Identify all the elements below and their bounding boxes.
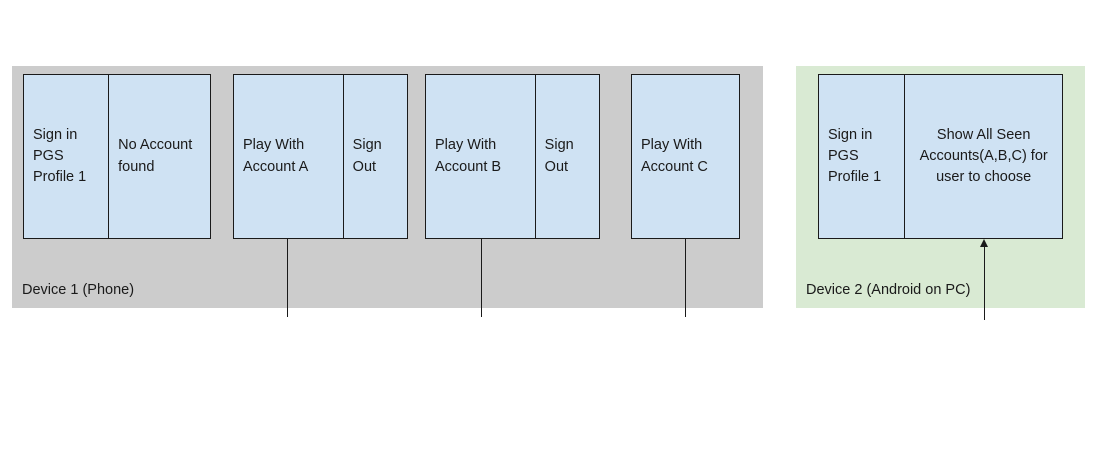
connector-line-1 <box>287 239 289 317</box>
box-label: Play With Account B <box>435 137 502 175</box>
box-play-with-account-a[interactable]: Play With Account A <box>234 75 343 238</box>
box-label: Play With Account A <box>243 137 309 175</box>
box-label: No Account found <box>118 137 193 175</box>
box-group-play-account-a[interactable]: Play With Account A Sign Out <box>233 74 408 239</box>
box-sign-in-pgs-profile-1-device2[interactable]: Sign in PGS Profile 1 <box>819 75 904 238</box>
box-label: Sign in PGS Profile 1 <box>33 126 87 185</box>
device1-label: Device 1 (Phone) <box>22 282 135 298</box>
box-show-all-seen-accounts[interactable]: Show All Seen Accounts(A,B,C) for user t… <box>904 75 1062 238</box>
box-label: Sign Out <box>544 137 574 175</box>
box-play-with-account-b[interactable]: Play With Account B <box>426 75 535 238</box>
box-group-play-account-c[interactable]: Play With Account C <box>631 74 740 239</box>
arrow-head-icon <box>980 239 988 247</box>
box-label: Play With Account C <box>641 137 708 175</box>
box-no-account-found[interactable]: No Account found <box>108 75 210 238</box>
box-group-sign-in-show-accounts[interactable]: Sign in PGS Profile 1 Show All Seen Acco… <box>818 74 1063 239</box>
device2-label: Device 2 (Android on PC) <box>806 282 971 298</box>
box-sign-out-a[interactable]: Sign Out <box>342 75 407 238</box>
arrow-line-to-device2 <box>984 246 986 320</box>
box-group-play-account-b[interactable]: Play With Account B Sign Out <box>425 74 600 239</box>
connector-line-3 <box>685 239 687 317</box>
box-play-with-account-c[interactable]: Play With Account C <box>632 75 739 238</box>
box-label: Sign Out <box>352 137 382 175</box>
box-label: Sign in PGS Profile 1 <box>828 126 882 185</box>
box-label: Show All Seen Accounts(A,B,C) for user t… <box>919 126 1048 185</box>
box-group-sign-in-no-account[interactable]: Sign in PGS Profile 1 No Account found <box>23 74 211 239</box>
connector-line-2 <box>481 239 483 317</box>
box-sign-out-b[interactable]: Sign Out <box>534 75 599 238</box>
box-sign-in-pgs-profile-1[interactable]: Sign in PGS Profile 1 <box>24 75 108 238</box>
